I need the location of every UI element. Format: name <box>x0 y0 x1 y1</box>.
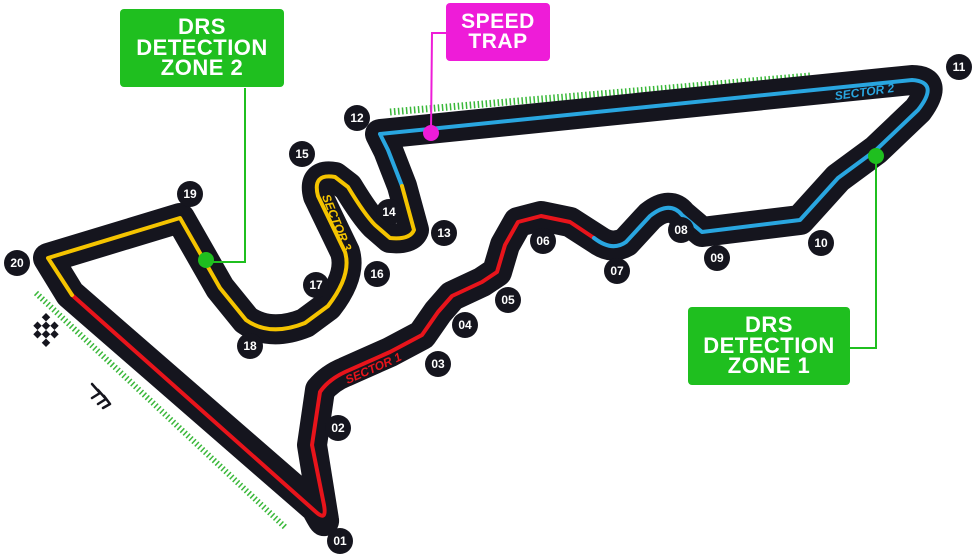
corner-marker: 15 <box>289 141 315 167</box>
drs-detection-zone-1-callout: DRS DETECTION ZONE 1 <box>688 307 850 385</box>
corner-marker: 13 <box>431 220 457 246</box>
drs-zone-1-leader <box>850 156 877 349</box>
corner-marker: 16 <box>364 261 390 287</box>
svg-text:12: 12 <box>350 111 364 125</box>
svg-text:05: 05 <box>501 293 515 307</box>
svg-text:16: 16 <box>370 267 384 281</box>
svg-text:20: 20 <box>10 256 24 270</box>
drs-detection-1-marker <box>868 148 884 164</box>
direction-chevrons-icon <box>90 382 112 410</box>
drs-zone-2-leader <box>206 88 246 263</box>
corner-markers: 01 02 03 04 05 06 07 08 09 10 11 12 13 1… <box>4 54 972 554</box>
corner-marker: 12 <box>344 105 370 131</box>
corner-marker: 05 <box>495 287 521 313</box>
svg-text:11: 11 <box>953 60 966 74</box>
callout-line: SPEED <box>461 10 535 34</box>
svg-text:17: 17 <box>309 278 323 292</box>
svg-text:10: 10 <box>814 236 828 250</box>
sector-3-path <box>46 174 416 332</box>
drs-detection-2-marker <box>198 252 214 268</box>
svg-text:18: 18 <box>243 339 257 353</box>
callout-line: DRS <box>178 13 226 39</box>
svg-text:09: 09 <box>710 251 724 265</box>
corner-marker: 17 <box>303 272 329 298</box>
drs-detection-zone-2-callout: DRS DETECTION ZONE 2 <box>120 9 284 87</box>
svg-text:07: 07 <box>610 264 624 278</box>
corner-marker: 11 <box>946 54 972 80</box>
callout-line: TRAP <box>468 30 528 53</box>
svg-text:08: 08 <box>674 223 688 237</box>
corner-marker: 04 <box>452 312 478 338</box>
corner-marker: 03 <box>425 351 451 377</box>
svg-text:15: 15 <box>295 147 309 161</box>
speed-trap-marker <box>423 125 439 141</box>
corner-marker: 01 <box>327 528 353 554</box>
svg-text:13: 13 <box>437 226 451 240</box>
callout-line: ZONE 1 <box>727 353 811 379</box>
callout-line: ZONE 2 <box>160 55 244 81</box>
svg-text:19: 19 <box>183 187 197 201</box>
svg-text:04: 04 <box>458 318 472 332</box>
corner-marker: 19 <box>177 181 203 207</box>
corner-marker: 20 <box>4 250 30 276</box>
svg-text:14: 14 <box>382 205 396 219</box>
corner-marker: 14 <box>376 199 402 225</box>
corner-marker: 02 <box>325 415 351 441</box>
svg-text:03: 03 <box>431 357 445 371</box>
corner-marker: 18 <box>237 333 263 359</box>
svg-text:06: 06 <box>536 234 550 248</box>
corner-marker: 06 <box>530 228 556 254</box>
corner-marker: 10 <box>808 230 834 256</box>
sector-1-path <box>70 214 596 518</box>
corner-marker: 09 <box>704 245 730 271</box>
callout-line: DETECTION <box>703 332 835 358</box>
speed-trap-callout: SPEED TRAP <box>446 3 550 61</box>
svg-text:02: 02 <box>331 421 345 435</box>
chequered-flag-icon <box>33 313 59 347</box>
corner-marker: 07 <box>604 258 630 284</box>
callout-line: DETECTION <box>136 34 268 60</box>
callout-line: DRS <box>745 311 793 337</box>
speed-trap-leader <box>430 32 446 133</box>
drs-zone-main-straight <box>33 290 289 531</box>
svg-text:01: 01 <box>333 534 347 548</box>
sector-2-path <box>378 78 930 249</box>
corner-marker: 08 <box>668 217 694 243</box>
track-outline <box>33 65 943 537</box>
